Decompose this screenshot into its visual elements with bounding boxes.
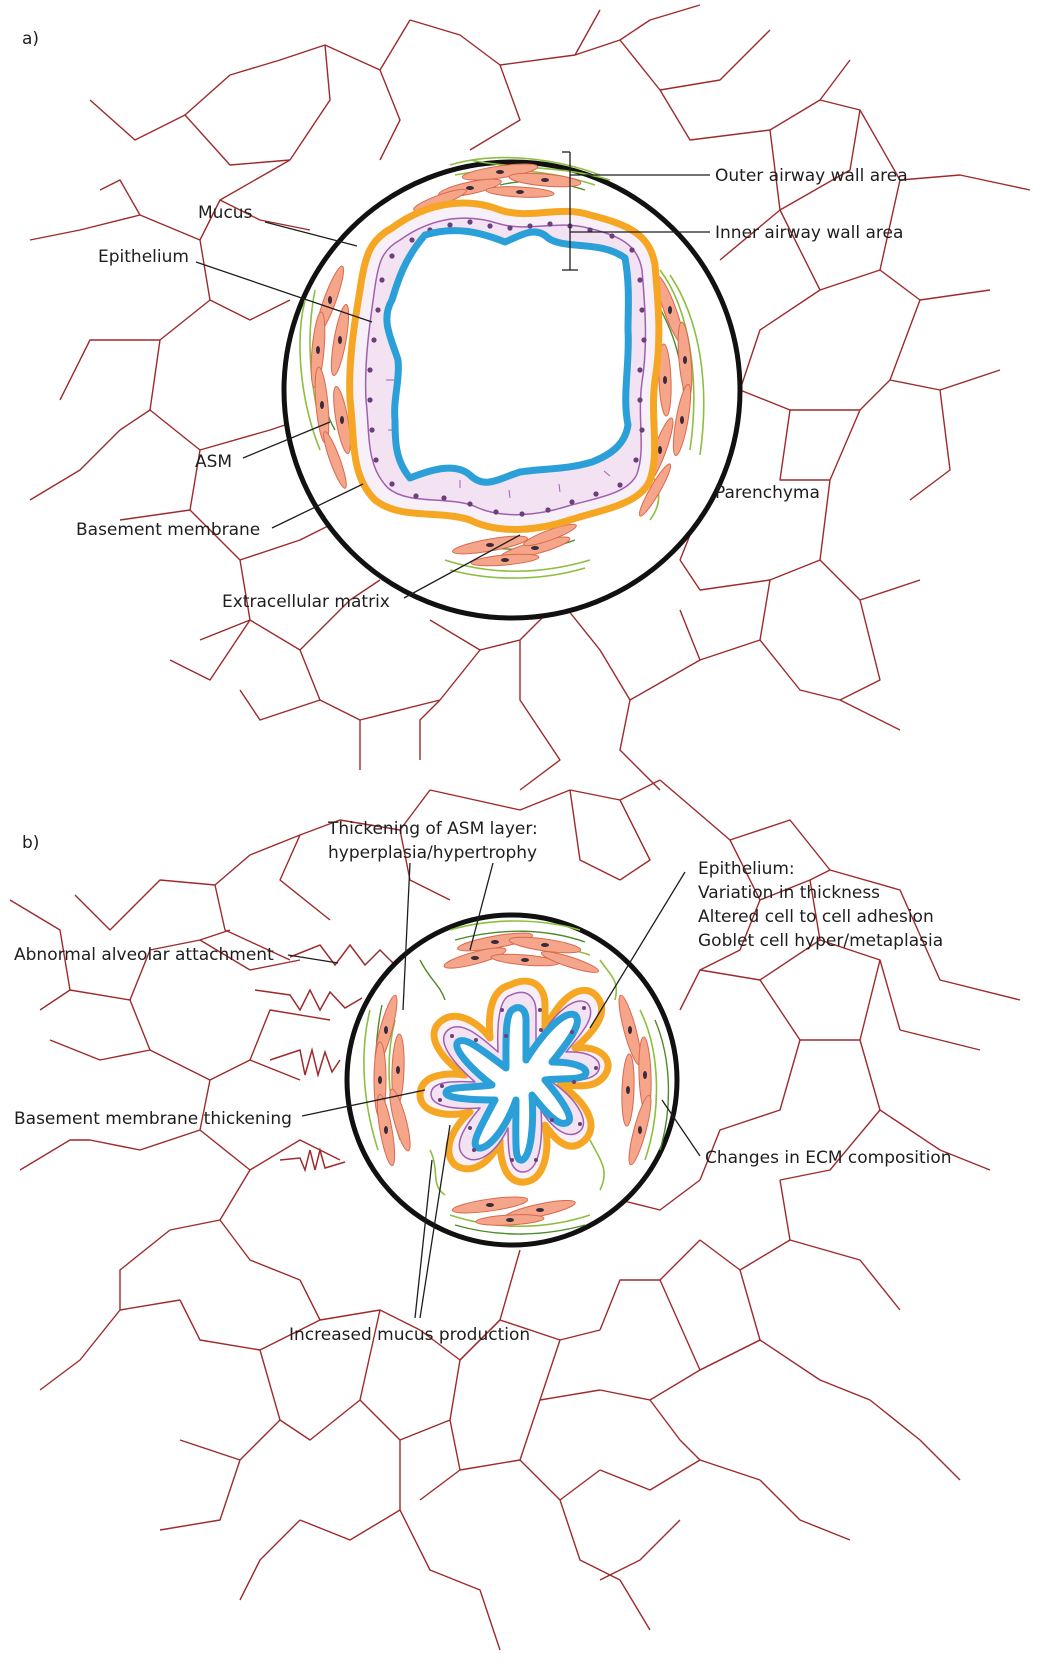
label-inner-airway-wall: Inner airway wall area — [715, 223, 903, 243]
label-basement-membrane: Basement membrane — [76, 520, 260, 540]
label-mucus: Mucus — [198, 203, 253, 223]
panel-a-letter: a) — [22, 29, 39, 49]
airway-a — [284, 158, 740, 618]
label-parenchyma: Parenchyma — [715, 483, 820, 503]
label-epithelium-adhesion: Altered cell to cell adhesion — [698, 907, 934, 927]
panel-a: a) — [22, 5, 1030, 790]
label-outer-airway-wall: Outer airway wall area — [715, 166, 908, 186]
airway-b — [347, 915, 677, 1245]
label-epithelium-thickness: Variation in thickness — [698, 883, 880, 903]
label-asm-thickening-1: Thickening of ASM layer: — [327, 819, 538, 839]
label-asm-thickening-2: hyperplasia/hypertrophy — [328, 843, 537, 863]
label-goblet-cell: Goblet cell hyper/metaplasia — [698, 931, 943, 951]
label-extracellular-matrix: Extracellular matrix — [222, 592, 390, 612]
label-epithelium-title: Epithelium: — [698, 859, 795, 879]
label-bm-thickening: Basement membrane thickening — [14, 1109, 292, 1129]
panel-b: b) — [10, 780, 1020, 1650]
label-epithelium: Epithelium — [98, 247, 189, 267]
panel-b-letter: b) — [22, 833, 39, 853]
label-asm: ASM — [195, 452, 232, 472]
lumen-a — [387, 231, 629, 483]
label-abnormal-alveolar-attachment: Abnormal alveolar attachment — [14, 945, 274, 965]
label-increased-mucus: Increased mucus production — [289, 1325, 530, 1345]
label-ecm-changes: Changes in ECM composition — [705, 1148, 952, 1168]
